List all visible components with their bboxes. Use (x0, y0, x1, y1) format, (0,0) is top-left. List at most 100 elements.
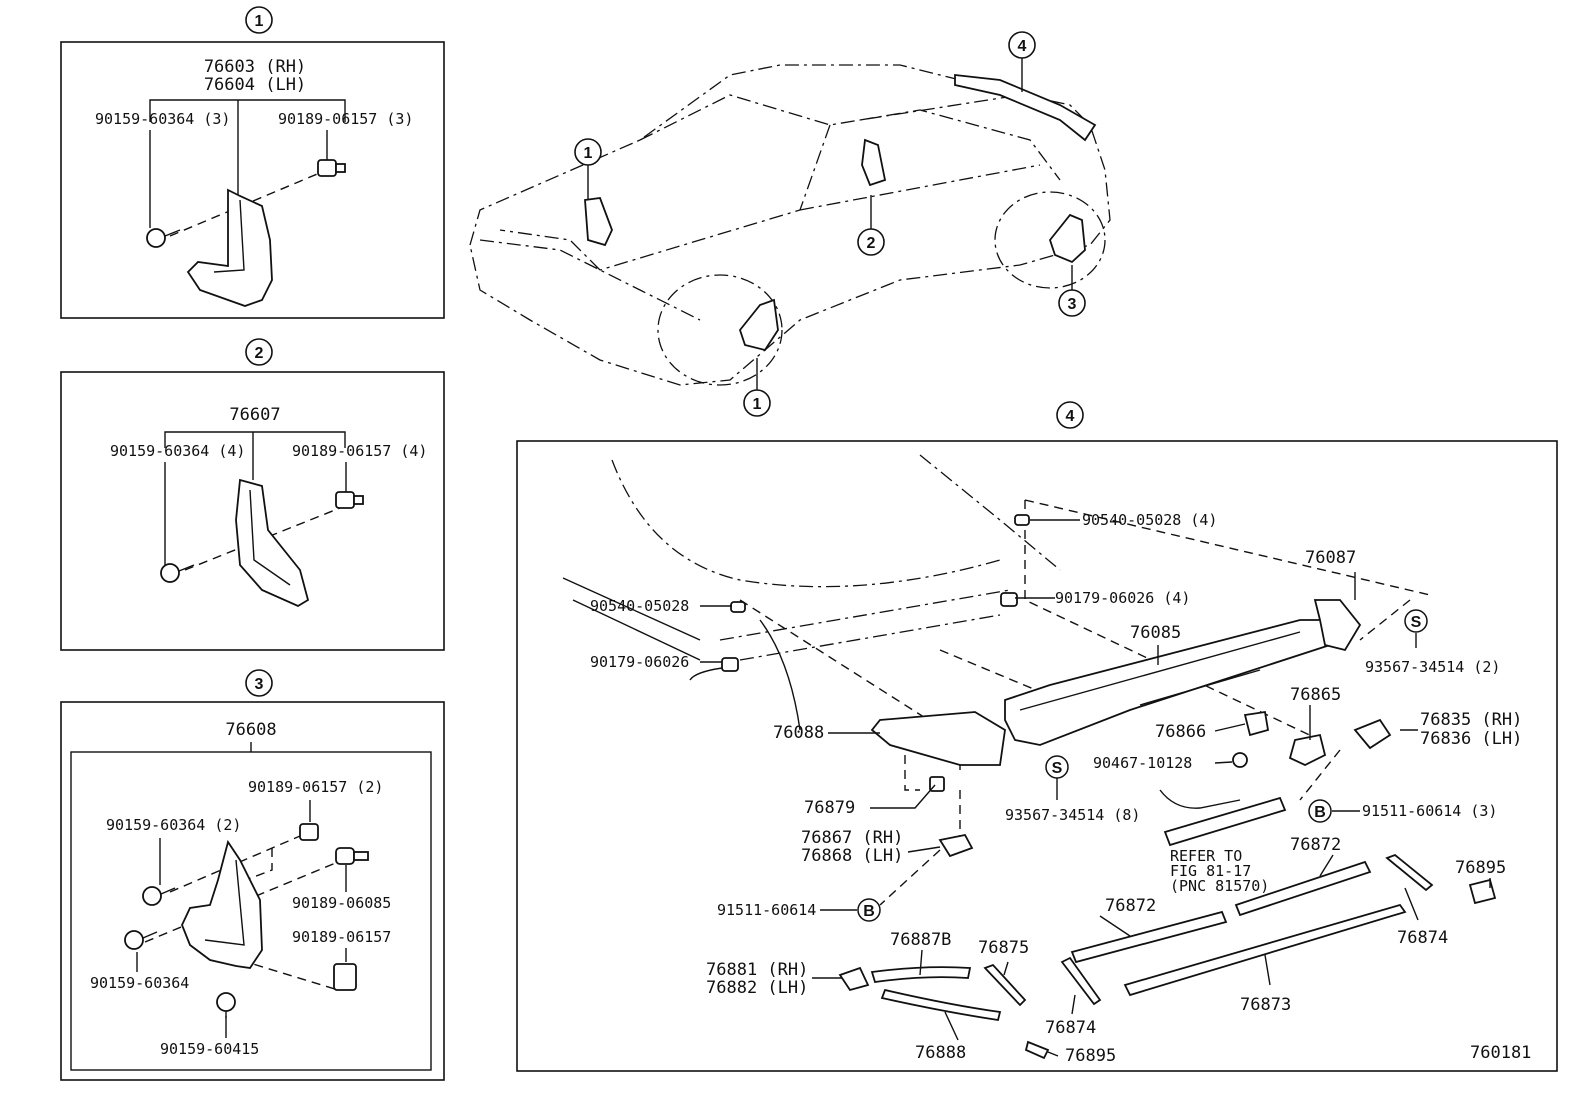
panel-3-screw-top-icon[interactable] (142, 886, 176, 906)
hinge-lh-label[interactable]: 76836 (LH) (1420, 729, 1522, 749)
spoiler-end-76087-icon[interactable] (1313, 599, 1362, 652)
hinge-76867-icon[interactable] (938, 833, 974, 858)
panel-1-screw-icon[interactable] (146, 228, 181, 248)
spoiler-end-l-label[interactable]: 76088 (773, 723, 824, 743)
bolt-90467-icon[interactable] (1232, 752, 1248, 768)
rear-spoiler-icon[interactable] (954, 73, 1097, 142)
panel-2-clip-icon[interactable] (335, 491, 364, 509)
hinge-rh-label[interactable]: 76835 (RH) (1420, 710, 1522, 730)
panel-3-clip-low-icon[interactable] (333, 963, 357, 991)
hinge2-lh-label[interactable]: 76868 (LH) (801, 846, 903, 866)
seal-76875-label[interactable]: 76875 (978, 938, 1029, 958)
car-badge-front-upper[interactable]: 1 (584, 145, 593, 162)
bracket-76865-icon[interactable] (1288, 733, 1327, 766)
s-left-badge[interactable]: S (1052, 760, 1063, 777)
car-mudguard-front-upper[interactable] (584, 197, 613, 247)
screw-b-left-label[interactable]: 91511-60614 (717, 901, 816, 919)
retainer-label[interactable]: 76866 (1155, 722, 1206, 742)
panel-3-clip-mid-icon[interactable] (335, 847, 369, 865)
screw-right-label[interactable]: 93567-34514 (2) (1365, 658, 1500, 676)
nut-top-label[interactable]: 90540-05028 (4) (1082, 511, 1217, 529)
tape-76895-right-icon[interactable] (1468, 878, 1497, 905)
stop-lamp-icon[interactable] (1163, 796, 1287, 847)
screw-left-label[interactable]: 93567-34514 (8) (1005, 806, 1140, 824)
seal-76873-icon[interactable] (1123, 903, 1407, 997)
car-mudguard-front-lower[interactable] (738, 298, 779, 352)
clip-top-icon[interactable] (1000, 592, 1018, 607)
refer-line-1[interactable]: REFER TO (1170, 847, 1242, 865)
seal-76872-upper-label[interactable]: 76872 (1290, 835, 1341, 855)
spoiler-end-r-label[interactable]: 76087 (1305, 548, 1356, 568)
bolt-label[interactable]: 90467-10128 (1093, 754, 1192, 772)
panel-1-clip-label[interactable]: 90189-06157 (3) (278, 110, 413, 128)
spoiler-end-76088-icon[interactable] (870, 711, 1006, 766)
seal-76872-lower-icon[interactable] (1070, 910, 1228, 964)
seal-76874-bottom-label[interactable]: 76874 (1045, 1018, 1096, 1038)
panel-3-screw-bottom-label[interactable]: 90159-60415 (160, 1040, 259, 1058)
retainer-76866-icon[interactable] (1243, 710, 1270, 737)
nut-left-label[interactable]: 90540-05028 (590, 597, 689, 615)
hinge2-rh-label[interactable]: 76867 (RH) (801, 828, 903, 848)
seal-76873-label[interactable]: 76873 (1240, 995, 1291, 1015)
spoiler-center-76085-icon[interactable] (1004, 619, 1332, 746)
seal-76874-bottom-icon[interactable] (1060, 956, 1102, 1006)
panel-2-badge[interactable]: 2 (255, 345, 264, 362)
panel-1-screw-label[interactable]: 90159-60364 (3) (95, 110, 230, 128)
car-badge-rear[interactable]: 3 (1068, 296, 1077, 313)
panel-1-badge[interactable]: 1 (255, 13, 264, 30)
tape-76895-right-label[interactable]: 76895 (1455, 858, 1506, 878)
panel-2-clip-label[interactable]: 90189-06157 (4) (292, 442, 427, 460)
seal-76887b-icon[interactable] (870, 966, 972, 983)
car-mudguard-side[interactable] (861, 138, 887, 187)
nut-left-icon[interactable] (730, 601, 746, 613)
tape-76895-bottom-icon[interactable] (1024, 1040, 1050, 1060)
mudguard-76607-icon[interactable] (235, 478, 310, 608)
bracket-76865-label[interactable]: 76865 (1290, 685, 1341, 705)
car-badge-spoiler[interactable]: 4 (1018, 38, 1027, 55)
refer-line-2[interactable]: FIG 81-17 (1170, 862, 1251, 880)
seal-76875-icon[interactable] (983, 963, 1027, 1007)
panel-3-screw-bottom-icon[interactable] (216, 992, 236, 1018)
panel-3-clip-mid-label[interactable]: 90189-06085 (292, 894, 391, 912)
panel-3-clip-top-icon[interactable] (299, 823, 319, 841)
seal-76874-right-icon[interactable] (1385, 853, 1434, 892)
mudguard-76607-label[interactable]: 76607 (229, 405, 280, 425)
seal-76887b-label[interactable]: 76887B (890, 930, 951, 950)
clip-76879-label[interactable]: 76879 (804, 798, 855, 818)
seal-76872-lower-label[interactable]: 76872 (1105, 896, 1156, 916)
car-mudguard-rear[interactable] (1048, 213, 1086, 264)
mudguard-76608-label[interactable]: 76608 (225, 720, 276, 740)
b-left-badge[interactable]: B (863, 903, 875, 920)
end-cap-76881-icon[interactable] (838, 966, 870, 992)
seal-76872-upper-icon[interactable] (1234, 860, 1372, 917)
clip-left-label[interactable]: 90179-06026 (590, 653, 689, 671)
panel-3-badge[interactable]: 3 (255, 676, 264, 693)
car-badge-side[interactable]: 2 (867, 235, 876, 252)
mudguard-76608-icon[interactable] (181, 839, 263, 969)
spoiler-center-label[interactable]: 76085 (1130, 623, 1181, 643)
panel-3-screw-top-label[interactable]: 90159-60364 (2) (106, 816, 241, 834)
refer-line-3[interactable]: (PNC 81570) (1170, 877, 1269, 895)
mudguard-76603-icon[interactable] (186, 188, 273, 307)
panel-2-screw-label[interactable]: 90159-60364 (4) (110, 442, 245, 460)
panel-4-badge[interactable]: 4 (1066, 408, 1075, 425)
panel-1-clip-icon[interactable] (317, 159, 346, 177)
screw-b-right-label[interactable]: 91511-60614 (3) (1362, 802, 1497, 820)
end-rh-label[interactable]: 76881 (RH) (706, 960, 808, 980)
car-badge-front-lower[interactable]: 1 (753, 396, 762, 413)
mudguard-rh-label[interactable]: 76603 (RH) (204, 57, 306, 77)
panel-3-screw-low-icon[interactable] (124, 930, 158, 950)
mudguard-lh-label[interactable]: 76604 (LH) (204, 75, 306, 95)
clip-left-icon[interactable] (721, 657, 739, 672)
seal-76888-label[interactable]: 76888 (915, 1043, 966, 1063)
seal-76888-icon[interactable] (880, 988, 1002, 1022)
panel-3-clip-top-label[interactable]: 90189-06157 (2) (248, 778, 383, 796)
end-lh-label[interactable]: 76882 (LH) (706, 978, 808, 998)
nut-top-icon[interactable] (1014, 514, 1030, 526)
s-right-badge[interactable]: S (1411, 614, 1422, 631)
clip-top-label[interactable]: 90179-06026 (4) (1055, 589, 1190, 607)
hinge-76835-icon[interactable] (1353, 718, 1392, 750)
tape-76895-bottom-label[interactable]: 76895 (1065, 1046, 1116, 1066)
b-right-badge[interactable]: B (1314, 804, 1326, 821)
panel-2-screw-icon[interactable] (160, 563, 195, 583)
